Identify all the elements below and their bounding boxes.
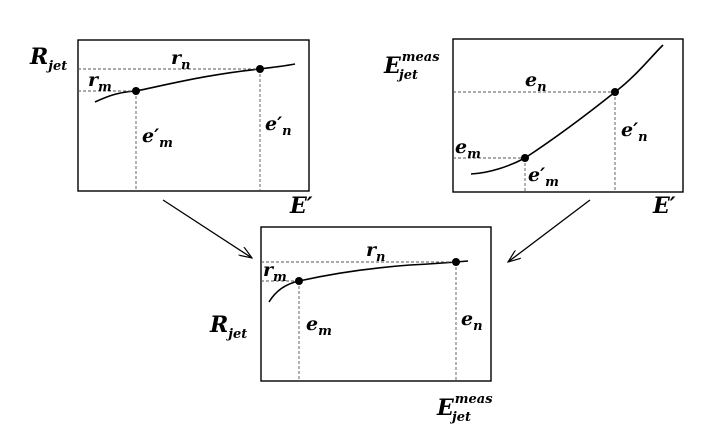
y-axis-label: Rjet — [209, 312, 247, 342]
label-rn: rn — [366, 239, 385, 265]
x-axis-label: E′ — [289, 193, 313, 219]
label-em-prime: e′m — [528, 164, 559, 190]
y-axis-subscript: jet — [396, 68, 418, 83]
label-en-prime: e′n — [265, 113, 292, 139]
point-m — [295, 277, 303, 285]
label-em: em — [455, 136, 481, 162]
panel-top-left: Rjet E′ rn rm e′m e′n — [29, 39, 313, 219]
label-rn: rn — [171, 47, 190, 73]
x-axis-label: Emeas — [436, 392, 493, 421]
point-m — [521, 154, 529, 162]
label-en: en — [461, 308, 483, 334]
point-m — [132, 87, 140, 95]
label-rm: rm — [88, 69, 112, 95]
point-n — [452, 258, 460, 266]
response-curve — [94, 63, 296, 103]
label-en-prime: e′n — [621, 119, 648, 145]
label-rm: rm — [263, 259, 287, 285]
label-en: en — [525, 69, 547, 95]
panel-frame — [452, 38, 684, 193]
panel-frame — [260, 226, 492, 382]
y-axis-label: Rjet — [29, 44, 67, 74]
arrow-left-to-bottom — [162, 199, 252, 258]
x-axis-subscript: jet — [449, 410, 471, 425]
response-curve — [268, 260, 469, 303]
panel-top-right: Emeas jet E′ en em e′m e′n — [383, 38, 684, 219]
arrow-right-to-bottom — [508, 199, 591, 262]
measured-energy-curve — [470, 44, 664, 175]
point-n — [256, 65, 264, 73]
panel-frame — [77, 39, 310, 192]
x-axis-label: E′ — [652, 193, 676, 219]
panel-bottom: Rjet Emeas jet rn rm em en — [209, 226, 493, 425]
label-em-prime: e′m — [142, 125, 173, 151]
label-em: em — [306, 313, 332, 339]
y-axis-label: Emeas — [383, 50, 440, 79]
point-n — [611, 88, 619, 96]
